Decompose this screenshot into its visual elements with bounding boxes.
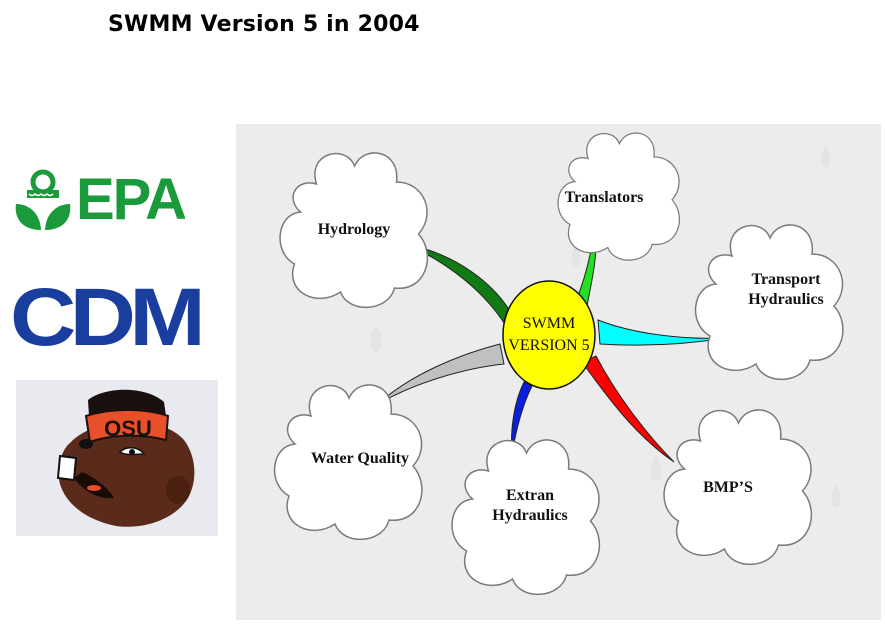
spoke-transport [597, 319, 727, 346]
node-label: Hydraulics [748, 291, 824, 308]
node-label: BMP’S [703, 479, 753, 496]
center-label-line2: VERSION 5 [508, 337, 589, 354]
cdm-text: CDM [10, 272, 206, 363]
center-node [502, 280, 596, 390]
node-label: Translators [565, 189, 644, 206]
epa-flower-icon [15, 169, 71, 230]
epa-logo: EPA [12, 168, 212, 232]
node-hydrology: Hydrology [279, 152, 429, 309]
node-water-quality: Water Quality [273, 384, 423, 541]
epa-text: EPA [76, 167, 187, 232]
node-label: Water Quality [311, 450, 409, 467]
osu-logo: OSU [16, 380, 218, 536]
osu-text: OSU [104, 416, 152, 441]
node-label: Hydraulics [492, 507, 568, 524]
cdm-logo: CDM [10, 276, 215, 360]
beaver-mascot-icon: OSU [56, 389, 195, 527]
node-label: Transport [751, 271, 821, 288]
node-label: Extran [506, 487, 554, 504]
slide-title: SWMM Version 5 in 2004 [108, 12, 420, 37]
center-label-line1: SWMM [523, 315, 575, 332]
node-translators: Translators [557, 132, 681, 261]
spoke-water-quality [377, 343, 505, 405]
node-bmps: BMP’S [663, 409, 813, 566]
node-label: Hydrology [318, 221, 391, 238]
